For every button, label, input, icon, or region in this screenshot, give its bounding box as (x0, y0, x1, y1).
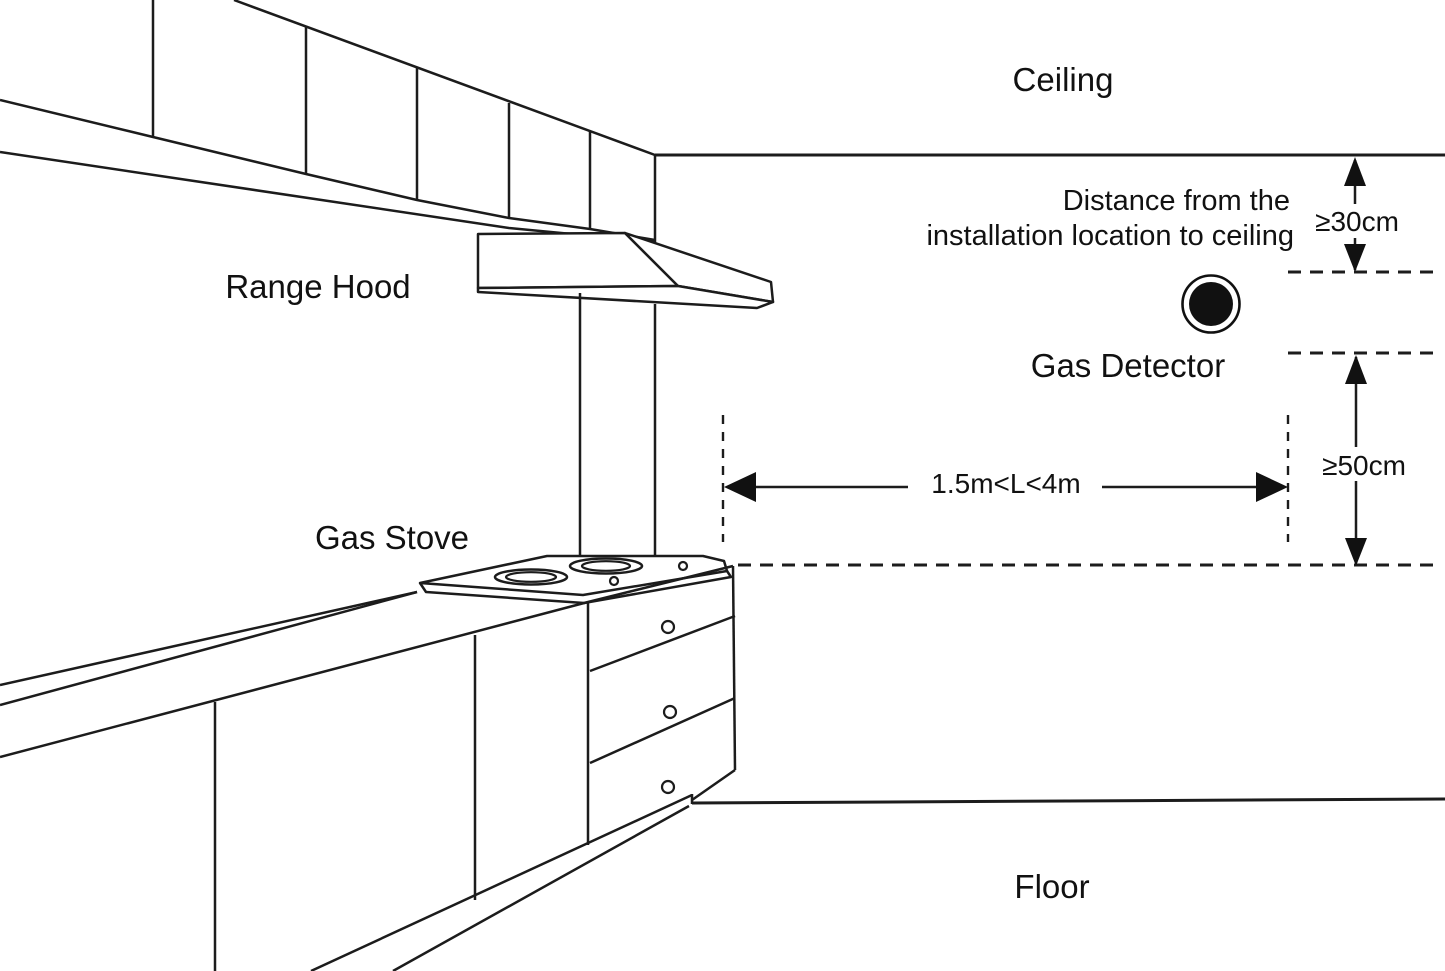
floor-label: Floor (1014, 868, 1089, 905)
drawer-divider (589, 614, 736, 673)
dimension-text-backing (908, 462, 1102, 500)
reference-lines (721, 270, 1442, 567)
drawer-knob (662, 704, 678, 720)
gas-detector (1181, 274, 1241, 334)
toe-kick-line (392, 804, 690, 971)
detector-body (1189, 282, 1233, 326)
gas-detector-label: Gas Detector (1031, 347, 1225, 384)
ceiling-label: Ceiling (1013, 61, 1114, 98)
distance-note-line2: installation location to ceiling (926, 220, 1294, 252)
dimension-ceiling-clearance: ≥30cm (1303, 157, 1411, 272)
ceiling-clearance-value: ≥30cm (1315, 206, 1399, 237)
range-hood (476, 231, 775, 556)
drawer-knob (660, 619, 676, 635)
counter-back-top-edge (0, 590, 418, 687)
arrowhead-left (724, 472, 756, 502)
upper-cabinet-underside-edge (0, 150, 656, 244)
distance-note-line1: Distance from the (1063, 185, 1290, 217)
detector-outer-ring (1181, 274, 1241, 334)
drawer-unit-bottom-bevel (691, 768, 736, 802)
dimension-horizontal-distance: 1.5m<L<4m (724, 462, 1288, 502)
arrowhead-up (1344, 157, 1366, 186)
stove-knob (677, 560, 689, 572)
floor-line (691, 797, 1445, 805)
base-counter (0, 564, 737, 971)
drawer-unit-right-edge (731, 565, 737, 771)
stove-knob (608, 575, 620, 587)
stove-burner-right-inner (580, 560, 632, 572)
arrowhead-down (1344, 244, 1366, 272)
dimension-text-backing (1310, 447, 1418, 481)
distance-note: Distance from the installation location … (926, 185, 1294, 252)
gas-stove (418, 554, 733, 605)
stove-burner-left-inner (504, 571, 558, 583)
upper-cabinets (0, 0, 656, 244)
range-hood-label: Range Hood (225, 268, 410, 305)
stove-clearance-value: ≥50cm (1322, 450, 1406, 481)
dimension-text-backing (1303, 204, 1411, 238)
stove-burner-right (568, 557, 644, 575)
counter-front-top-edge (0, 590, 418, 707)
stove-top (418, 554, 729, 597)
counter-bottom-edge (310, 793, 693, 971)
hood-bottom-strip (476, 284, 775, 310)
gas-stove-label: Gas Stove (315, 519, 469, 556)
upper-cabinet-door-bottom-edge (0, 98, 656, 242)
stove-burner-left (493, 568, 569, 586)
arrowhead-right (1256, 472, 1288, 502)
horizontal-distance-value: 1.5m<L<4m (931, 468, 1080, 499)
drawer-unit (586, 565, 737, 845)
arrowhead-down (1345, 538, 1367, 566)
drawer-divider (589, 696, 736, 765)
upper-cabinet-top-edge (233, 0, 656, 157)
drawer-knob (660, 779, 676, 795)
dimension-stove-clearance: ≥50cm (1310, 355, 1418, 566)
arrowhead-up (1345, 355, 1367, 384)
